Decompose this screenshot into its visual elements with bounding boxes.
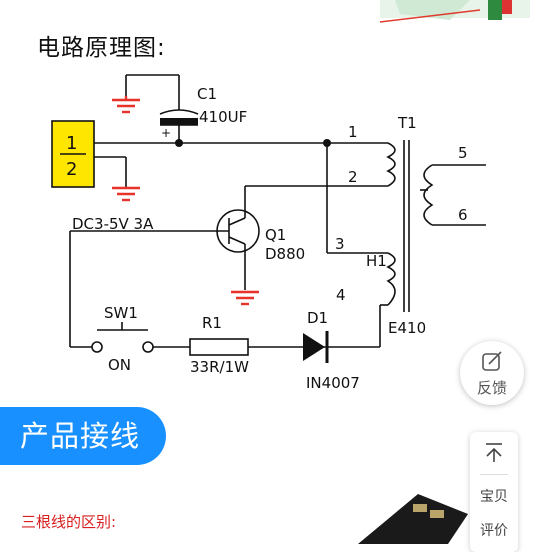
wire-difference-subheading: 三根线的区别: — [21, 513, 117, 531]
svg-text:3: 3 — [335, 235, 345, 253]
feedback-label: 反馈 — [476, 379, 507, 397]
side-panel-divider — [480, 474, 508, 475]
e410-label: E410 — [388, 319, 426, 337]
top-product-image-strip — [0, 0, 539, 28]
feedback-button[interactable]: 反馈 — [460, 341, 524, 405]
svg-text:5: 5 — [458, 144, 468, 162]
connector-pin2: 2 — [66, 159, 77, 180]
r1-label: R1 — [202, 314, 222, 332]
q1-label: Q1 — [265, 226, 286, 244]
side-panel: 宝贝 评价 — [470, 432, 518, 552]
svg-text:4: 4 — [336, 286, 346, 304]
connector-pin1: 1 — [66, 133, 77, 154]
page-heading: 电路原理图: — [37, 35, 166, 61]
q1-part: D880 — [265, 245, 305, 263]
edit-icon — [481, 350, 503, 376]
c1-value: 410UF — [199, 108, 247, 126]
c1-label: C1 — [197, 85, 217, 103]
sw1-state: ON — [108, 356, 131, 374]
svg-text:+: + — [161, 126, 171, 140]
ground-symbols — [112, 96, 259, 306]
section-tab-wiring: 产品接线 — [0, 407, 166, 465]
product-photo — [318, 484, 478, 544]
supply-label: DC3-5V 3A — [72, 215, 154, 233]
circuit-schematic: C1 410UF + 1 2 DC3-5V 3A Q1 D880 T1 1 2 … — [51, 74, 486, 392]
side-panel-item-reviews[interactable]: 评价 — [480, 523, 508, 539]
h1-label: H1 — [366, 252, 387, 270]
side-panel-item-product[interactable]: 宝贝 — [480, 489, 508, 505]
d1-part: IN4007 — [306, 374, 360, 392]
arrow-up-icon[interactable] — [484, 442, 504, 466]
sw1-label: SW1 — [104, 304, 138, 322]
svg-text:6: 6 — [458, 206, 468, 224]
t1-label: T1 — [397, 114, 417, 132]
d1-label: D1 — [307, 309, 328, 327]
svg-text:1: 1 — [348, 123, 358, 141]
r1-value: 33R/1W — [190, 358, 249, 376]
svg-text:2: 2 — [348, 168, 358, 186]
